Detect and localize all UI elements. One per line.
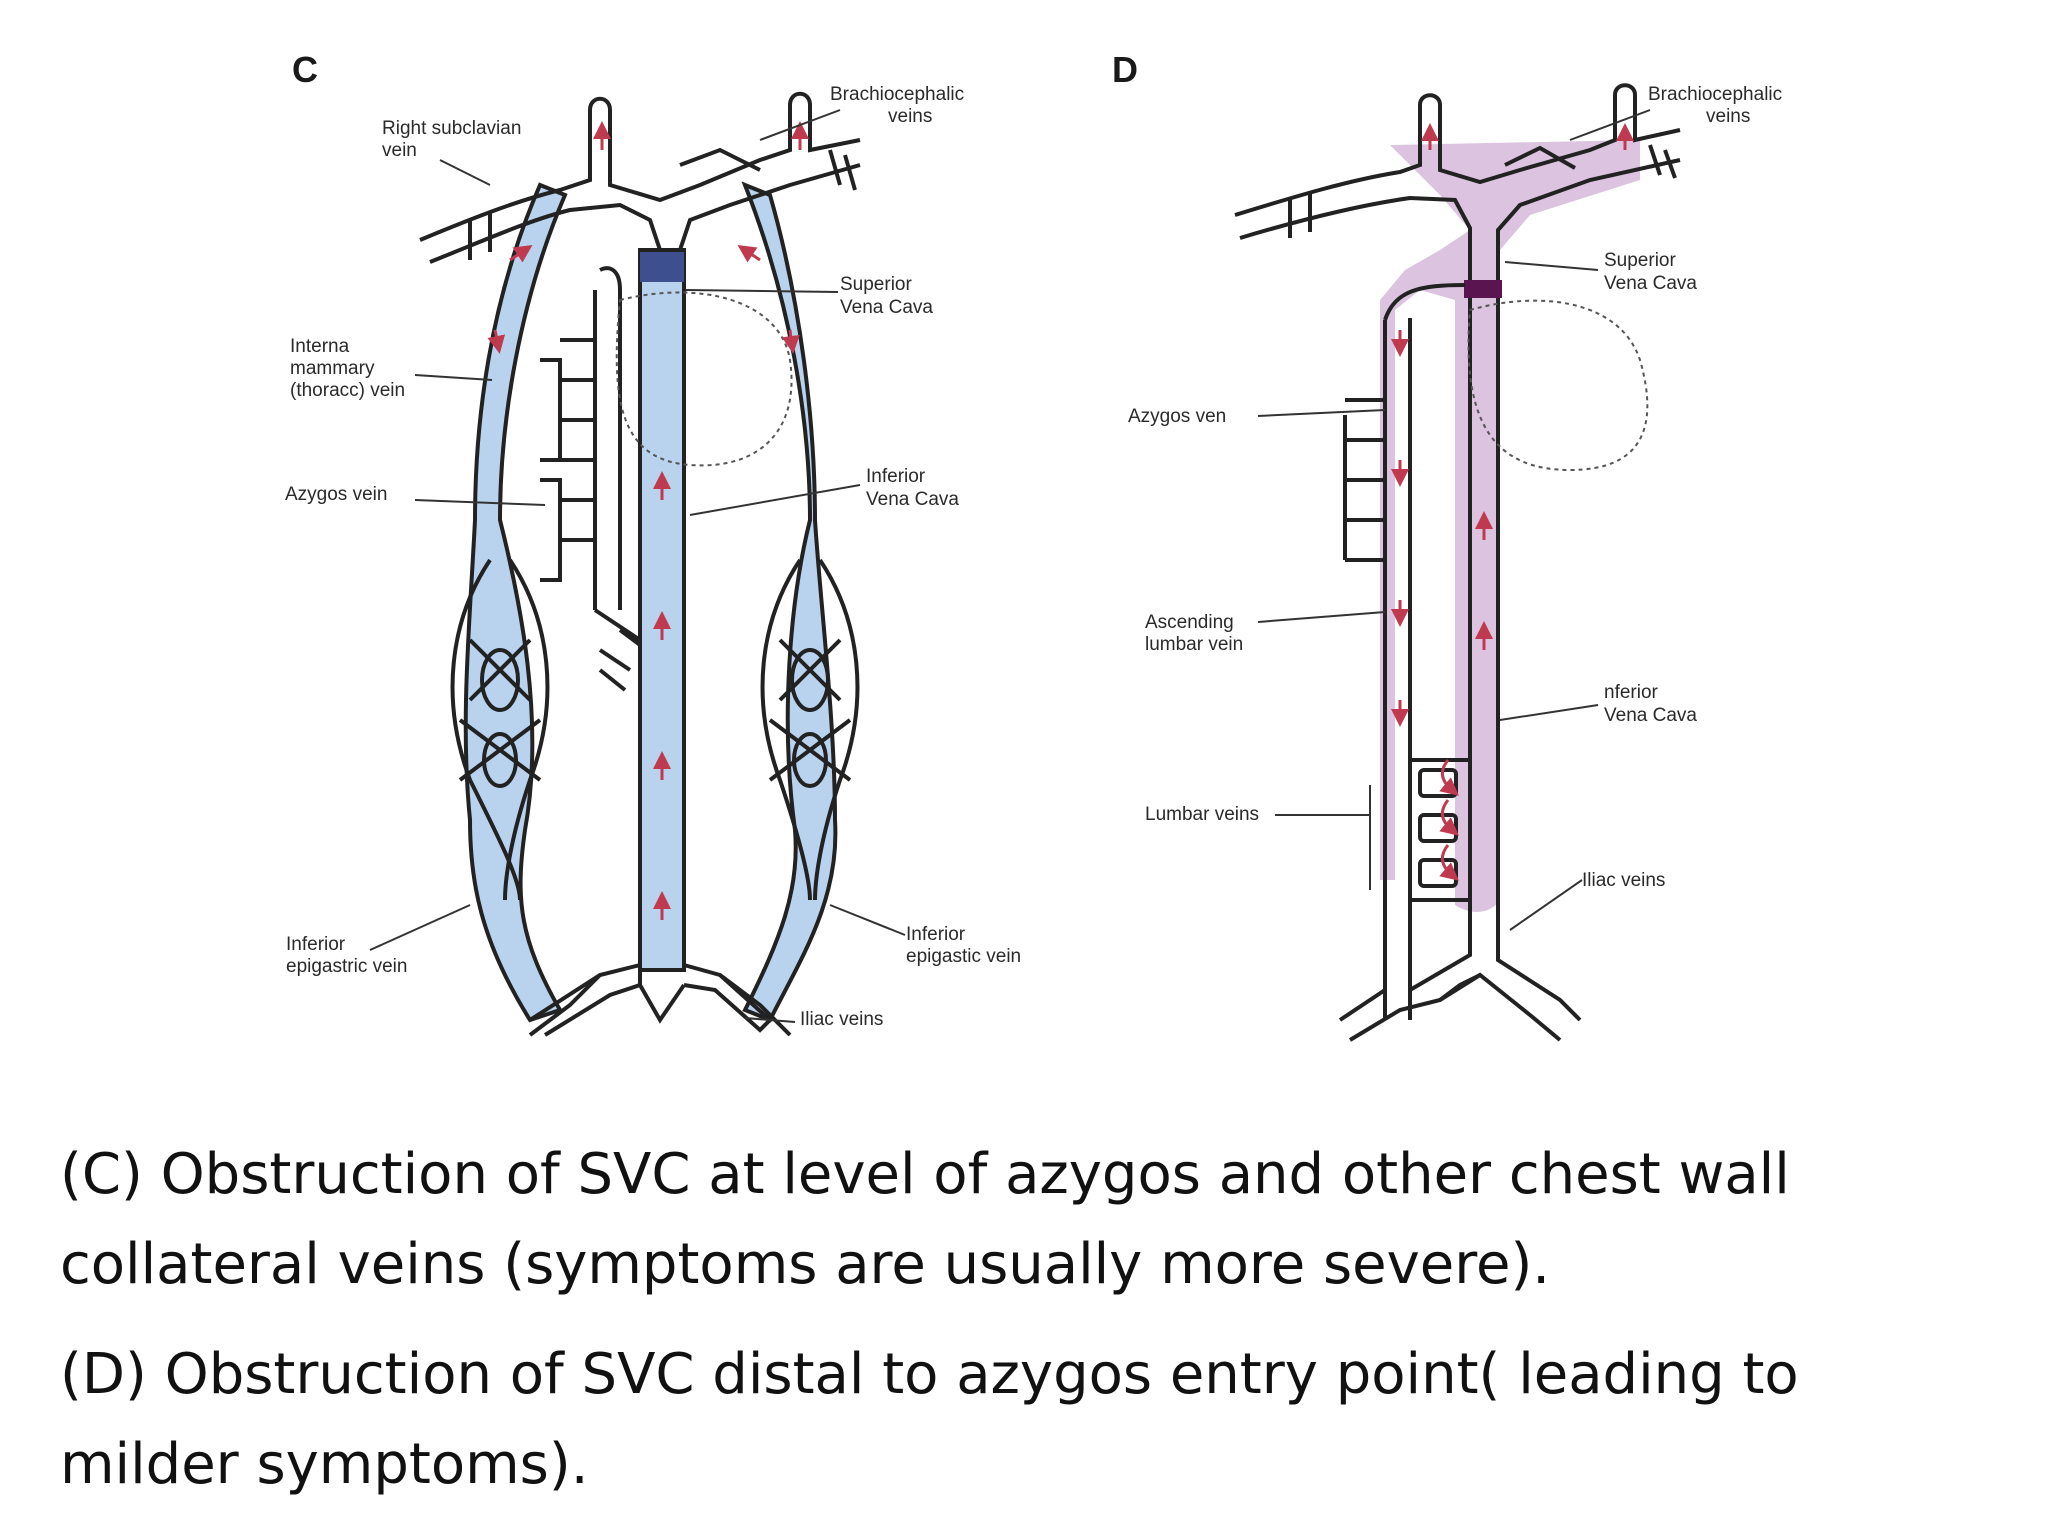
- label-iliac-c: Iliac veins: [800, 1009, 883, 1030]
- label-ascending-lumbar-1: Ascending: [1145, 612, 1234, 633]
- caption-c: (C) Obstruction of SVC at level of azygo…: [60, 1142, 1790, 1297]
- label-internal-mammary-2: mammary: [290, 358, 375, 379]
- panel-c-callout-lines: [369, 109, 906, 1023]
- panel-c-right-network: [760, 558, 860, 901]
- label-inf-epigastric-right-2: epigastic vein: [906, 946, 1021, 967]
- panel-d-ivc-trunk: [1468, 250, 1500, 920]
- panel-c-obstruction-block: [640, 252, 684, 282]
- label-inf-epigastric-left-1: Inferior: [286, 934, 346, 955]
- panel-c-labels: Right subclavian vein Brachiocephalic ve…: [285, 84, 1021, 1030]
- label-inf-epigastric-right-1: Inferior: [906, 924, 966, 945]
- label-ivc-d-1: nferior: [1604, 682, 1659, 703]
- panel-d-purple-fill: [1380, 140, 1640, 912]
- panel-c-upper-veins: [419, 91, 861, 264]
- panel-d: D: [1112, 49, 1782, 1042]
- label-ivc-d-2: Vena Cava: [1604, 705, 1697, 726]
- panel-c-azygos: [540, 266, 642, 692]
- label-ivc-c-2: Vena Cava: [866, 489, 959, 510]
- label-internal-mammary-3: (thoracc) vein: [290, 380, 405, 401]
- panel-d-flow-arrows: [1391, 123, 1634, 881]
- caption-d: (D) Obstruction of SVC distal to azygos …: [60, 1342, 1799, 1497]
- panel-d-lumbar-veins: [1410, 758, 1470, 902]
- label-azygos-d: Azygos ven: [1128, 406, 1226, 427]
- label-svc-d-1: Superior: [1604, 250, 1676, 271]
- label-right-subclavian-2: vein: [382, 140, 417, 161]
- label-ivc-c-1: Inferior: [866, 466, 926, 487]
- panel-c: C: [285, 49, 1021, 1037]
- label-brachiocephalic-d-1: Brachiocephalic: [1648, 84, 1782, 105]
- panel-d-labels: Brachiocephalic veins Superior Vena Cava…: [1128, 84, 1782, 891]
- panel-c-letter: C: [292, 49, 318, 90]
- panel-d-letter: D: [1112, 49, 1138, 90]
- panel-c-flow-arrows: [487, 121, 809, 920]
- label-brachiocephalic-c-2: veins: [888, 106, 932, 127]
- label-svc-c-1: Superior: [840, 274, 912, 295]
- label-inf-epigastric-left-2: epigastric vein: [286, 956, 407, 977]
- panel-d-azygos: [1343, 283, 1466, 1020]
- label-brachiocephalic-c-1: Brachiocephalic: [830, 84, 964, 105]
- panel-c-ivc-trunk: [638, 248, 686, 972]
- label-right-subclavian-1: Right subclavian: [382, 118, 521, 139]
- label-svc-d-2: Vena Cava: [1604, 273, 1697, 294]
- panel-c-iliac: [528, 962, 792, 1037]
- label-internal-mammary-1: Interna: [290, 336, 350, 357]
- panel-d-callout-lines: [1257, 109, 1651, 931]
- label-iliac-d: Iliac veins: [1582, 870, 1665, 891]
- label-azygos-c: Azygos vein: [285, 484, 387, 505]
- left-collateral-vein: [463, 182, 568, 1023]
- panel-d-upper-veins: [1234, 83, 1681, 250]
- panel-d-iliac: [1338, 920, 1582, 1042]
- label-brachiocephalic-d-2: veins: [1706, 106, 1750, 127]
- label-lumbar-veins: Lumbar veins: [1145, 804, 1259, 825]
- panel-d-heart-outline: [1467, 299, 1649, 472]
- panel-c-left-network: [450, 558, 550, 901]
- right-collateral-vein: [741, 181, 838, 1023]
- label-ascending-lumbar-2: lumbar vein: [1145, 634, 1243, 655]
- panel-d-obstruction-block: [1464, 280, 1502, 298]
- label-svc-c-2: Vena Cava: [840, 297, 933, 318]
